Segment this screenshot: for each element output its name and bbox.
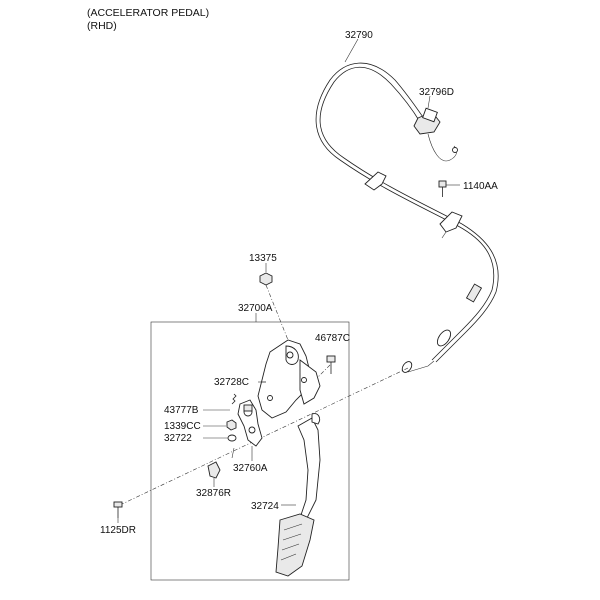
callout-32722: 32722 [164, 433, 192, 444]
bolt-1140aa [438, 180, 460, 197]
accelerator-cable [315, 62, 499, 373]
bolt-46787c [326, 355, 336, 374]
callout-32796d: 32796D [419, 87, 454, 98]
callout-32876r: 32876R [196, 488, 231, 499]
callout-32790: 32790 [345, 30, 373, 41]
callout-1339cc: 1339CC [164, 421, 201, 432]
pedal-bracket [257, 339, 321, 419]
nut-1339cc [226, 419, 237, 431]
callout-32760a: 32760A [233, 463, 268, 474]
pin-43777b [231, 393, 237, 405]
callout-1125dr: 1125DR [100, 525, 136, 536]
callout-43777b: 43777B [164, 405, 199, 416]
callout-32700a: 32700A [238, 303, 273, 314]
cable-clip [413, 107, 458, 162]
pedal-arm [275, 413, 321, 577]
pedal-lever [237, 399, 263, 447]
axis-line-upper [265, 284, 291, 346]
nut-13375 [259, 263, 273, 286]
axis-line-lower [119, 367, 409, 506]
diagram-subtitle: (RHD) [87, 20, 117, 32]
leader-32790 [344, 38, 359, 63]
stopper-32876r [207, 461, 221, 479]
callout-1140aa: 1140AA [463, 181, 498, 192]
callout-13375: 13375 [249, 253, 277, 264]
diagram-title: (ACCELERATOR PEDAL) [87, 7, 209, 19]
assembly-boundary [150, 321, 350, 581]
leader-32796d [427, 95, 431, 109]
callout-32728c: 32728C [214, 377, 249, 388]
callout-46787c: 46787C [315, 333, 350, 344]
bushing-32722 [227, 434, 237, 459]
bolt-1125dr [113, 501, 123, 518]
callout-32724: 32724 [251, 501, 279, 512]
